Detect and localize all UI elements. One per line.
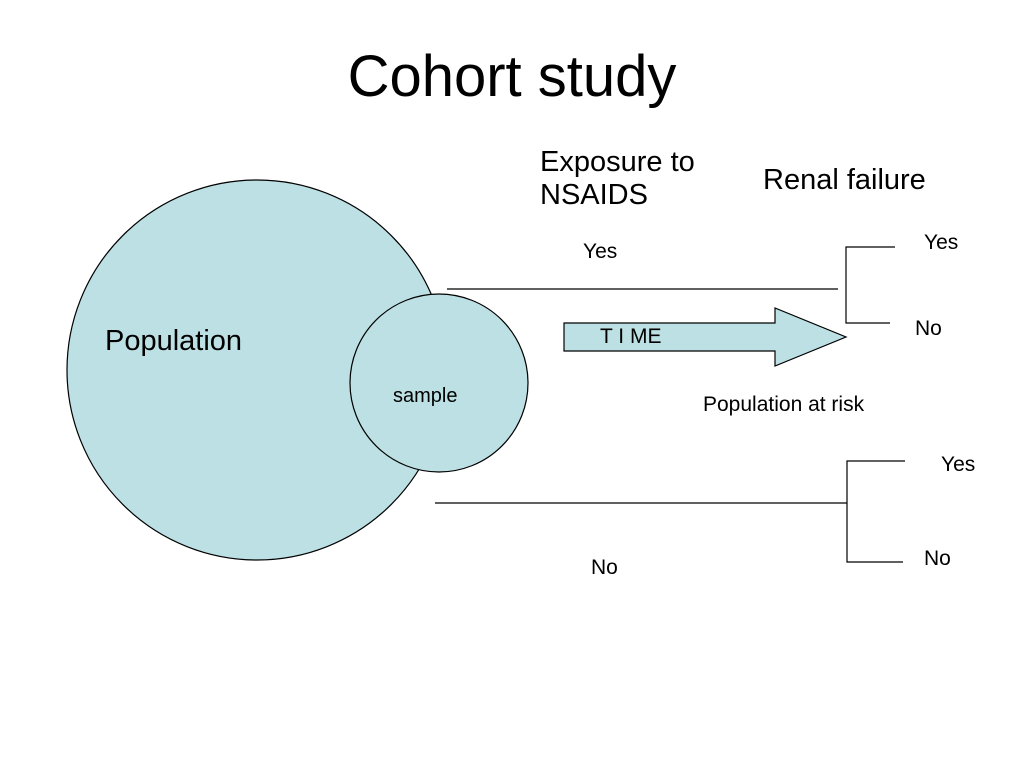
exposure-no-label: No — [591, 556, 618, 579]
exposed-outcome-yes-label: Yes — [924, 231, 959, 254]
unexposed-outcome-no-label: No — [924, 547, 951, 570]
exposed-outcome-bracket — [845, 246, 895, 324]
slide-title: Cohort study — [347, 44, 677, 109]
time-label: T I ME — [600, 325, 662, 348]
unexposed-outcome-yes-label: Yes — [941, 453, 976, 476]
population-at-risk-label: Population at risk — [703, 393, 865, 416]
exposure-yes-label: Yes — [583, 240, 618, 263]
outcome-column-label: Renal failure — [763, 164, 926, 196]
time-arrow — [563, 307, 848, 367]
exposed-outcome-no-label: No — [915, 317, 942, 340]
population-label: Population — [105, 325, 243, 357]
unexposed-outcome-bracket — [846, 460, 905, 563]
exposure-column-label: Exposure to NSAIDS — [540, 146, 695, 212]
sample-label: sample — [393, 385, 458, 407]
sample-circle — [349, 293, 529, 473]
